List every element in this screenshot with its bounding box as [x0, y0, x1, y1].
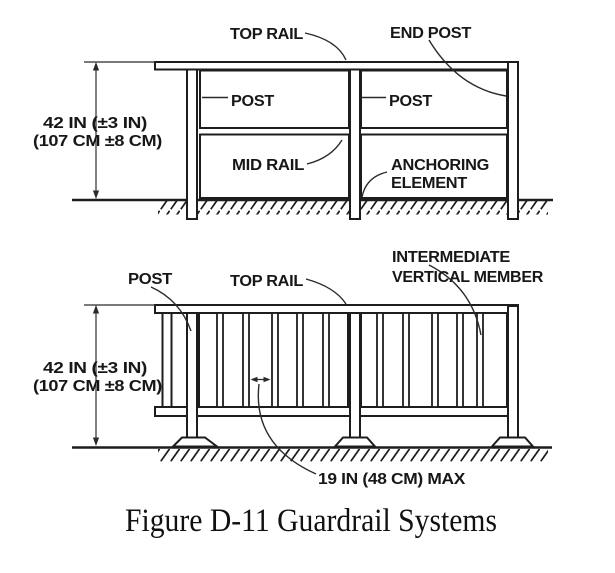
vertical-member — [242, 312, 250, 408]
mid-rail-leader-line — [306, 139, 343, 165]
top-guardrail-diagram: 42 IN (±3 IN) (107 CM ±8 CM) TOP RAIL EN… — [33, 25, 553, 220]
top-rail — [154, 61, 519, 71]
left-post — [186, 312, 198, 439]
end-post — [507, 61, 519, 220]
height-dimension-label-line2: (107 CM ±8 CM) — [33, 378, 162, 395]
anchoring-element-label-line2: ELEMENT — [391, 175, 468, 192]
vertical-member — [476, 312, 484, 408]
height-dimension: 42 IN (±3 IN) (107 CM ±8 CM) — [33, 61, 162, 199]
arrowhead-up-icon — [92, 305, 100, 314]
middle-post — [349, 312, 361, 439]
end-post — [507, 305, 519, 439]
arrowhead-down-icon — [92, 437, 100, 446]
vertical-member — [431, 312, 439, 408]
arrowhead-up-icon — [92, 62, 100, 71]
spacing-dimension-label: 19 IN (48 CM) MAX — [318, 471, 466, 488]
top-rail-leader-line — [305, 278, 347, 305]
arrowhead-down-icon — [92, 190, 100, 199]
height-dimension-label-line1: 42 IN (±3 IN) — [43, 360, 147, 377]
spacing-dimension: 19 IN (48 CM) MAX — [250, 376, 466, 488]
figure-caption: Figure D-11 Guardrail Systems — [125, 503, 497, 539]
upper-right-panel — [360, 69, 508, 129]
post-label: POST — [128, 271, 173, 288]
height-dimension-label-line1: 42 IN (±3 IN) — [43, 115, 147, 132]
post-leader-line — [150, 286, 192, 332]
vertical-member — [402, 312, 410, 408]
mid-rail-label: MID RAIL — [232, 157, 305, 174]
anchoring-element-label-line1: ANCHORING — [391, 157, 489, 174]
bottom-rail — [154, 406, 519, 417]
end-post-leader-line — [428, 39, 507, 97]
height-dimension-label-line2: (107 CM ±8 CM) — [33, 133, 162, 150]
right-post-label: POST — [389, 93, 433, 110]
arrowhead-right-icon — [263, 376, 271, 383]
intermediate-vertical-member-label-line2: VERTICAL MEMBER — [392, 269, 544, 286]
lower-right-panel — [360, 133, 508, 199]
top-rail-label: TOP RAIL — [230, 26, 304, 43]
right-post-foot — [489, 436, 536, 448]
spacing-leader-line — [257, 383, 317, 475]
left-end-vertical — [161, 312, 173, 408]
height-dimension: 42 IN (±3 IN) (107 CM ±8 CM) — [33, 304, 162, 446]
vertical-member — [216, 312, 224, 408]
left-post-label: POST — [231, 93, 275, 110]
middle-post-foot — [332, 436, 378, 448]
top-rail — [154, 304, 519, 314]
end-post-label: END POST — [390, 25, 472, 42]
intermediate-vertical-member-leader-line — [428, 264, 482, 336]
intermediate-vertical-members — [216, 312, 484, 408]
vertical-member — [376, 312, 384, 408]
top-rail-label: TOP RAIL — [230, 273, 304, 290]
vertical-member — [456, 312, 464, 408]
top-rail-leader-line — [304, 32, 347, 61]
ground-hatching — [158, 449, 548, 463]
vertical-member — [296, 312, 304, 408]
middle-post-anchoring-element — [349, 63, 361, 220]
lower-left-panel-mid-rail — [199, 133, 350, 199]
vertical-member — [271, 312, 279, 408]
anchoring-element-leader-line — [361, 171, 388, 198]
vertical-member — [322, 312, 330, 408]
left-post-foot — [170, 436, 220, 448]
left-post — [186, 63, 198, 220]
intermediate-vertical-member-label-line1: INTERMEDIATE — [392, 249, 511, 266]
upper-left-panel — [199, 69, 350, 129]
arrowhead-left-icon — [250, 376, 258, 383]
bottom-guardrail-diagram: 42 IN (±3 IN) (107 CM ±8 CM) 19 IN (48 C… — [33, 249, 552, 488]
